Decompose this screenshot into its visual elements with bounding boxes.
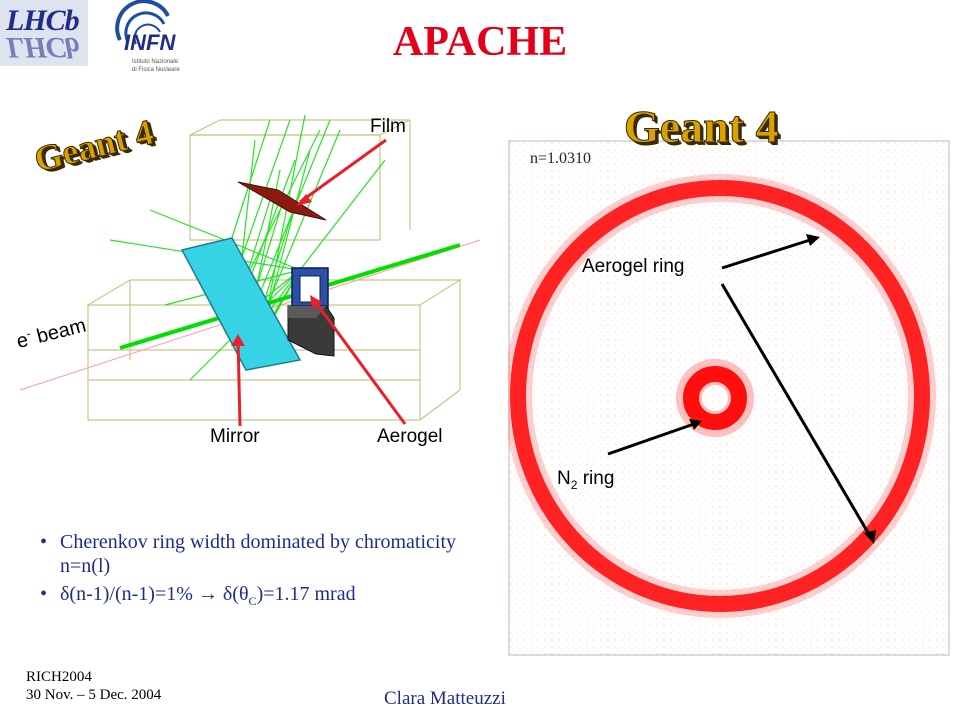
infn-logo-subtitle-1: Istituto Nazionale <box>132 59 179 65</box>
n2-ring-label-text: ring <box>577 468 615 489</box>
apache-setup-diagram <box>19 114 481 427</box>
mirror-plane <box>180 237 302 371</box>
n2-ring-label: N2 ring <box>557 468 614 492</box>
lhcb-logo: LHCb LHCb <box>0 0 88 66</box>
geant4-label-right: Geant 4 <box>624 101 780 153</box>
film-label: Film <box>370 116 406 137</box>
bullet-formula-subscript: C <box>248 594 257 608</box>
bullet-item: δ(n-1)/(n-1)=1% → δ(θC)=1.17 mrad <box>40 582 460 613</box>
footer-author: Clara Matteuzzi <box>384 688 506 709</box>
background-hits <box>509 141 949 655</box>
aerogel-ring-label: Aerogel ring <box>582 256 685 277</box>
lhcb-logo-text: LHCb <box>6 4 80 37</box>
n2-ring-label-subscript: 2 <box>570 477 578 492</box>
infn-logo-text: INFN <box>124 30 176 55</box>
page-title: APACHE <box>392 19 568 65</box>
mirror-label: Mirror <box>210 426 260 447</box>
refractive-index-label: n=1.0310 <box>530 150 592 167</box>
electron-beam-line <box>119 243 461 350</box>
infn-logo: INFN Istituto Nazionale di Fisica Nuclea… <box>115 0 180 73</box>
conference-dates: 30 Nov. – 5 Dec. 2004 <box>26 687 162 703</box>
n2-ring-label-element: N <box>557 468 571 489</box>
bullet-list: Cherenkov ring width dominated by chroma… <box>40 530 460 613</box>
bullet-formula-part-2: )=1.17 mrad <box>256 583 356 605</box>
aerogel-label: Aerogel <box>377 426 443 447</box>
n2-ring <box>683 366 747 430</box>
cherenkov-ring-plot <box>508 140 950 656</box>
aerogel-holder <box>287 267 335 357</box>
label-arrows <box>231 138 407 427</box>
footer-conference: RICH2004 30 Nov. – 5 Dec. 2004 <box>26 668 161 704</box>
infn-logo-subtitle-2: di Fisica Nucleare <box>132 67 180 73</box>
film-plane <box>237 181 327 221</box>
aerogel-ring <box>510 180 930 612</box>
bullet-item: Cherenkov ring width dominated by chroma… <box>40 530 460 578</box>
bullet-formula-part-1: δ(n-1)/(n-1)=1% → δ(θ <box>60 583 249 605</box>
conference-name: RICH2004 <box>26 669 92 685</box>
ring-label-arrows <box>607 234 876 544</box>
